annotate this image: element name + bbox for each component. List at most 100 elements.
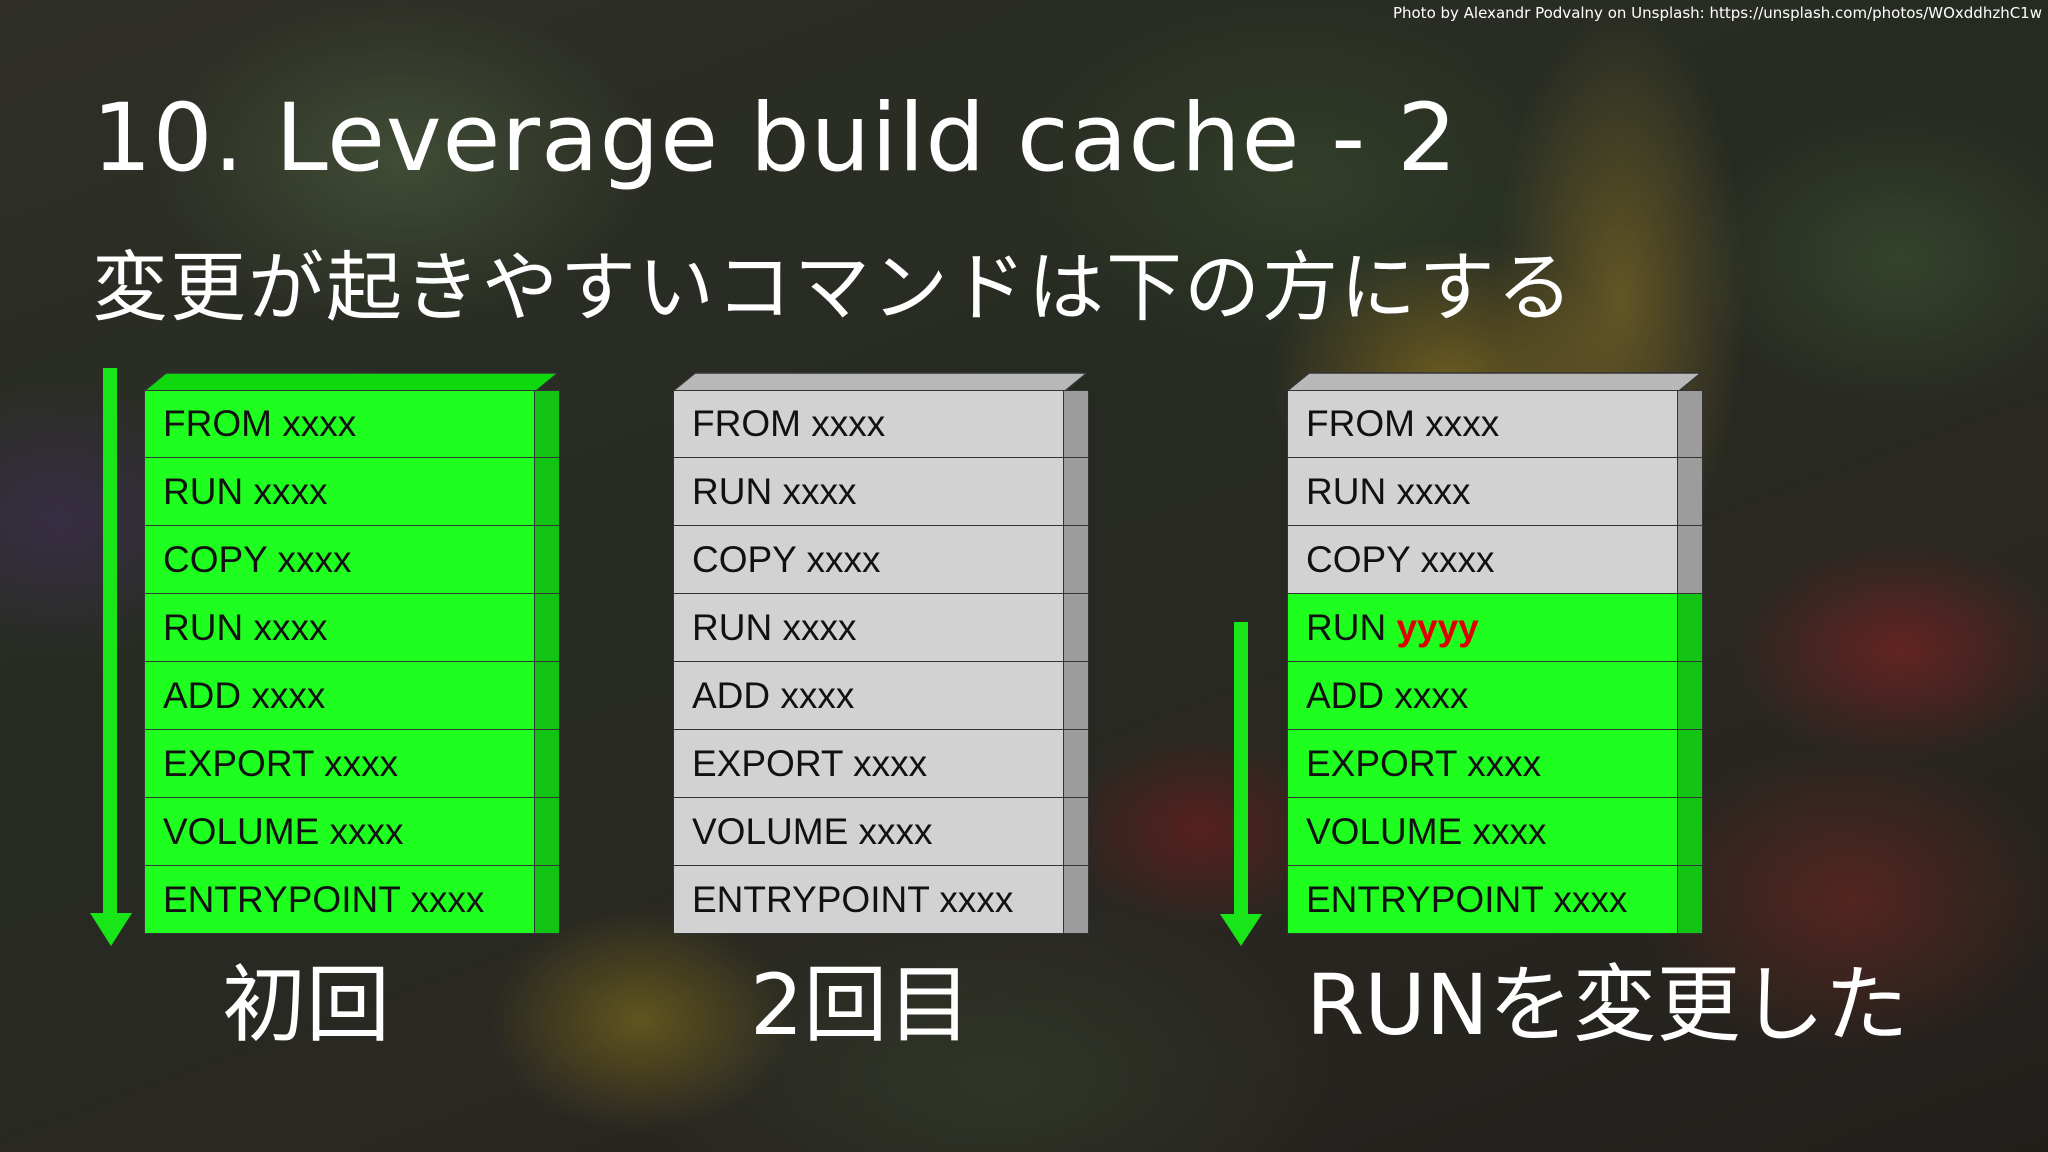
layer-side	[535, 866, 559, 933]
layer-side	[1678, 391, 1702, 457]
layer-label: FROM xxxx	[1306, 403, 1499, 445]
layer-argument: xxxx	[1425, 403, 1500, 444]
layer-instruction: RUN	[692, 606, 773, 648]
layer-argument: xxxx	[253, 470, 328, 512]
dockerfile-layer: VOLUME xxxx	[144, 798, 560, 866]
layer-argument: xxxx	[1553, 878, 1628, 920]
dockerfile-layer: VOLUME xxxx	[1287, 798, 1703, 866]
layer-label: RUN yyyy	[1306, 607, 1479, 649]
layer-label: RUN xxxx	[692, 471, 856, 513]
layer-argument: xxxx	[858, 810, 933, 852]
dockerfile-layer: RUN xxxx	[1287, 458, 1703, 526]
dockerfile-layer: COPY xxxx	[144, 526, 560, 594]
layer-side	[535, 391, 559, 457]
dockerfile-layer: VOLUME xxxx	[673, 798, 1089, 866]
layer-instruction: FROM	[692, 403, 801, 444]
layer-face: RUN xxxx	[674, 458, 1064, 525]
layer-argument: xxxx	[1396, 470, 1471, 512]
dockerfile-layer: FROM xxxx	[144, 390, 560, 458]
dockerfile-layer: RUN xxxx	[144, 458, 560, 526]
layer-argument: xxxx	[1394, 674, 1469, 716]
layer-side	[535, 458, 559, 525]
layer-label: ADD xxxx	[163, 675, 325, 717]
layer-label: COPY xxxx	[1306, 539, 1494, 581]
dockerfile-layer: FROM xxxx	[1287, 390, 1703, 458]
layer-label: COPY xxxx	[692, 539, 880, 581]
dockerfile-layer: EXPORT xxxx	[1287, 730, 1703, 798]
layer-face: RUN xxxx	[1288, 458, 1678, 525]
layer-side	[1678, 798, 1702, 865]
layer-label: RUN xxxx	[692, 607, 856, 649]
dockerfile-layer: ENTRYPOINT xxxx	[673, 866, 1089, 934]
layer-face: ADD xxxx	[674, 662, 1064, 729]
layer-face: RUN yyyy	[1288, 594, 1678, 661]
layer-instruction: VOLUME	[163, 810, 320, 852]
layer-instruction: FROM	[1306, 403, 1415, 444]
layer-instruction: COPY	[692, 538, 797, 580]
layer-label: VOLUME xxxx	[163, 811, 404, 853]
layer-side	[1064, 662, 1088, 729]
caption-run-changed: RUNを変更した	[1306, 956, 1909, 1054]
layer-instruction: FROM	[163, 403, 272, 444]
layer-side	[1678, 526, 1702, 593]
layer-instruction: ENTRYPOINT	[1306, 878, 1544, 920]
layer-label: ENTRYPOINT xxxx	[163, 879, 484, 921]
slide-subtitle: 変更が起きやすいコマンドは下の方にする	[92, 243, 1575, 332]
layer-side	[1678, 594, 1702, 661]
dockerfile-layer: EXPORT xxxx	[673, 730, 1089, 798]
layer-label: VOLUME xxxx	[692, 811, 933, 853]
layer-label: RUN xxxx	[1306, 471, 1470, 513]
layer-label: RUN xxxx	[163, 607, 327, 649]
layer-side	[535, 662, 559, 729]
dockerfile-layer: COPY xxxx	[1287, 526, 1703, 594]
layer-label: ADD xxxx	[1306, 675, 1468, 717]
layer-label: ADD xxxx	[692, 675, 854, 717]
layer-face: COPY xxxx	[674, 526, 1064, 593]
layer-face: EXPORT xxxx	[1288, 730, 1678, 797]
layer-face: ADD xxxx	[145, 662, 535, 729]
layer-argument: xxxx	[806, 538, 881, 580]
stack-top-bevel	[144, 372, 558, 390]
stack-top-bevel	[673, 372, 1087, 390]
layer-face: EXPORT xxxx	[674, 730, 1064, 797]
layer-side	[1064, 798, 1088, 865]
layer-face: EXPORT xxxx	[145, 730, 535, 797]
layer-side	[1064, 866, 1088, 933]
layer-label: ENTRYPOINT xxxx	[692, 879, 1013, 921]
layer-instruction: EXPORT	[1306, 742, 1457, 784]
layer-argument: xxxx	[1467, 742, 1542, 784]
layer-side	[535, 526, 559, 593]
layer-label: FROM xxxx	[163, 403, 356, 445]
dockerfile-layer: ADD xxxx	[144, 662, 560, 730]
layer-side	[1678, 730, 1702, 797]
layer-argument: xxxx	[282, 403, 357, 444]
dockerfile-layer: ADD xxxx	[673, 662, 1089, 730]
layer-label: EXPORT xxxx	[692, 743, 927, 785]
layer-label: EXPORT xxxx	[163, 743, 398, 785]
layer-face: FROM xxxx	[1288, 391, 1678, 457]
layer-side	[1064, 458, 1088, 525]
dockerfile-layer: COPY xxxx	[673, 526, 1089, 594]
layer-argument: xxxx	[782, 470, 857, 512]
dockerfile-layer: ENTRYPOINT xxxx	[144, 866, 560, 934]
layer-argument: xxxx	[277, 538, 352, 580]
layer-instruction: ENTRYPOINT	[163, 878, 401, 920]
caption-initial: 初回	[222, 956, 391, 1054]
dockerfile-layer: RUN xxxx	[673, 458, 1089, 526]
layer-argument: xxxx	[251, 674, 326, 716]
layer-side	[1064, 526, 1088, 593]
dockerfile-layer: RUN xxxx	[144, 594, 560, 662]
layer-side	[535, 594, 559, 661]
layer-face: COPY xxxx	[1288, 526, 1678, 593]
layer-argument: xxxx	[811, 403, 886, 444]
layer-label: FROM xxxx	[692, 403, 885, 445]
layer-face: VOLUME xxxx	[674, 798, 1064, 865]
caption-second: 2回目	[750, 956, 972, 1054]
layer-instruction: RUN	[1306, 606, 1387, 648]
layer-argument: xxxx	[1472, 810, 1547, 852]
layer-argument: xxxx	[253, 606, 328, 648]
layer-side	[535, 798, 559, 865]
